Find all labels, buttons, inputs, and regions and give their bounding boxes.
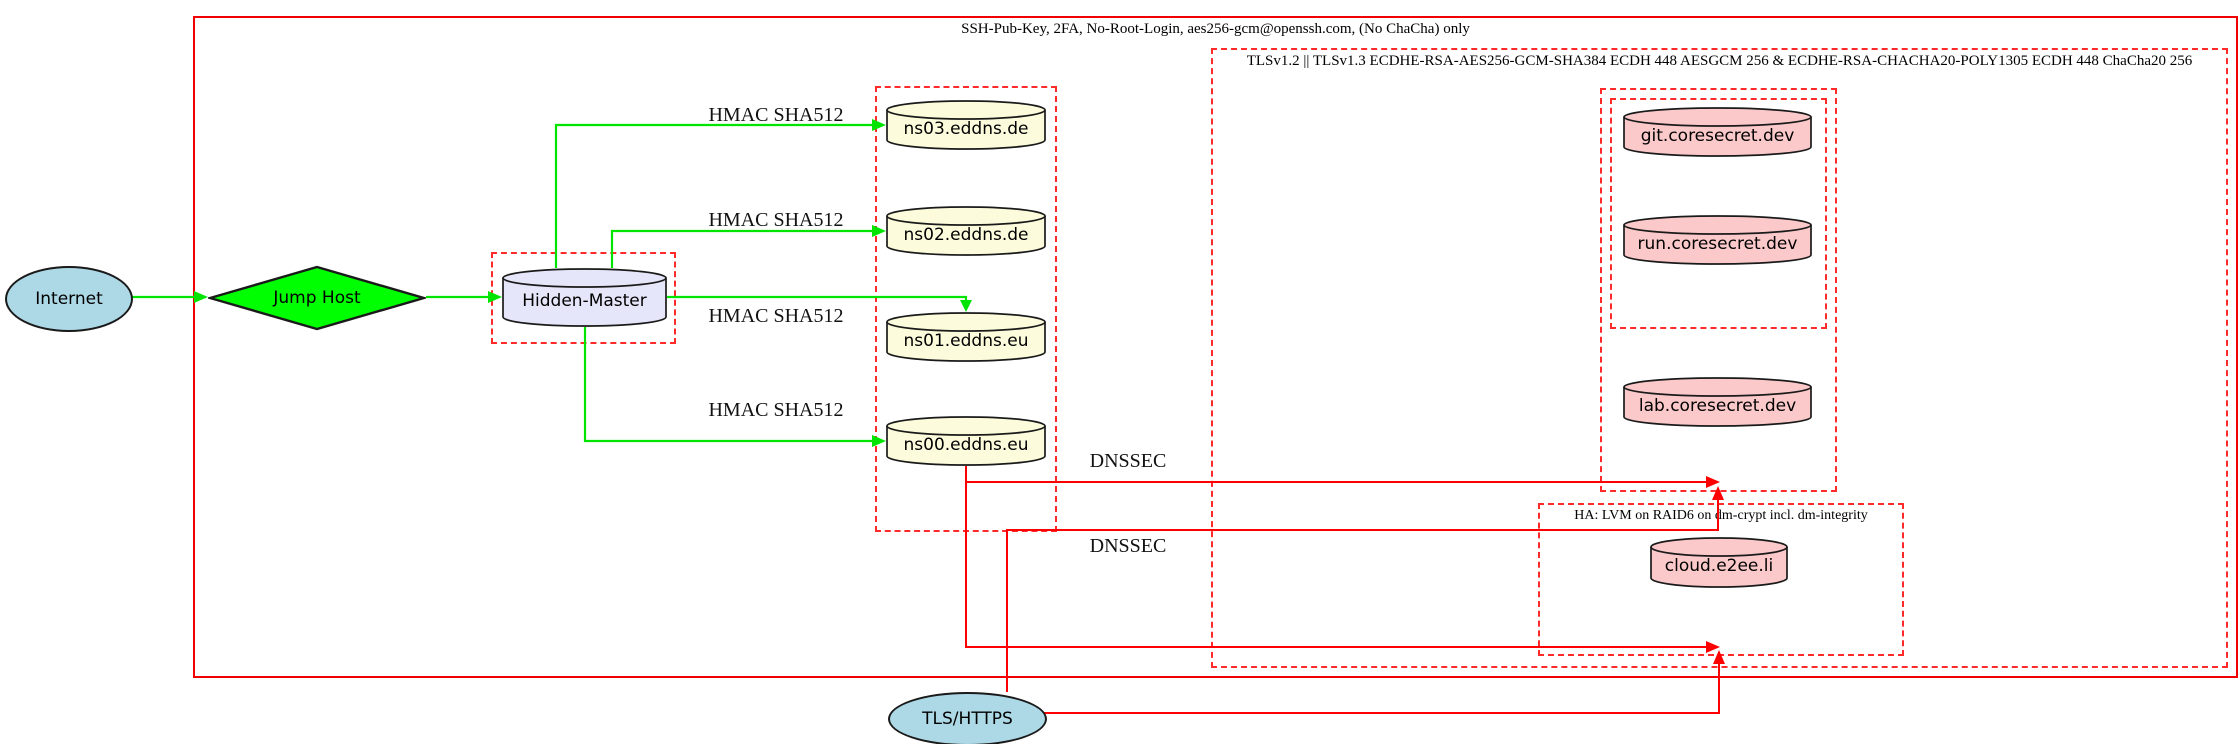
node-tls-https: TLS/HTTPS (888, 692, 1047, 744)
cylinder-shape (1623, 107, 1812, 157)
cylinder-shape (1650, 537, 1788, 588)
node-ns01: ns01.eddns.eu (886, 312, 1046, 362)
cylinder-rim (886, 425, 1046, 436)
cylinder-rim (1623, 224, 1812, 235)
cylinder-shape (502, 268, 667, 327)
edge-label-dnssec-2: DNSSEC (1089, 535, 1167, 557)
cluster-ha-label: HA: LVM on RAID6 on dm-crypt incl. dm-in… (1574, 508, 1868, 523)
cylinder-shape (886, 206, 1046, 256)
cluster-tls-label: TLSv1.2 || TLSv1.3 ECDHE-RSA-AES256-GCM-… (1246, 53, 2193, 69)
node-ns03: ns03.eddns.de (886, 100, 1046, 150)
cylinder-rim (886, 321, 1046, 332)
cylinder-rim (502, 277, 667, 288)
cylinder-rim (1623, 116, 1812, 127)
edge-label-hmac-4: HMAC SHA512 (708, 399, 844, 421)
node-tls-https-label: TLS/HTTPS (922, 709, 1013, 729)
diamond-shape (205, 265, 429, 331)
node-internet-label: Internet (35, 289, 103, 309)
node-ns02: ns02.eddns.de (886, 206, 1046, 256)
cluster-gitrun-box (1610, 98, 1827, 329)
cylinder-shape (1623, 377, 1812, 427)
node-git-label: git.coresecret.dev (1640, 125, 1795, 146)
node-ns00-label: ns00.eddns.eu (903, 434, 1029, 455)
cylinder-rim (1650, 546, 1788, 557)
node-run-label: run.coresecret.dev (1637, 233, 1798, 254)
node-lab: lab.coresecret.dev (1623, 377, 1812, 427)
edge-label-hmac-2: HMAC SHA512 (708, 209, 844, 231)
cylinder-rim (1623, 386, 1812, 397)
cylinder-shape (886, 416, 1046, 466)
node-cloud: cloud.e2ee.li (1650, 537, 1788, 588)
node-hidden-master-label: Hidden-Master (522, 291, 647, 311)
node-ns01-label: ns01.eddns.eu (903, 330, 1029, 351)
node-ns02-label: ns02.eddns.de (903, 224, 1029, 245)
cylinder-shape (1623, 215, 1812, 265)
cylinder-rim (886, 215, 1046, 226)
cylinder-shape (886, 100, 1046, 150)
node-ns00: ns00.eddns.eu (886, 416, 1046, 466)
edge-label-dnssec-1: DNSSEC (1089, 450, 1167, 472)
node-cloud-label: cloud.e2ee.li (1664, 556, 1774, 576)
node-jump-host: Jump Host (205, 265, 429, 331)
edge-label-hmac-3: HMAC SHA512 (708, 305, 844, 327)
cluster-ssh-label: SSH-Pub-Key, 2FA, No-Root-Login, aes256-… (961, 21, 1470, 37)
node-lab-label: lab.coresecret.dev (1638, 395, 1797, 416)
node-ns03-label: ns03.eddns.de (903, 118, 1029, 139)
cylinder-shape (886, 312, 1046, 362)
edge-label-hmac-1: HMAC SHA512 (708, 104, 844, 126)
node-hidden-master: Hidden-Master (502, 268, 667, 327)
cylinder-rim (886, 109, 1046, 120)
node-run: run.coresecret.dev (1623, 215, 1812, 265)
node-git: git.coresecret.dev (1623, 107, 1812, 157)
node-internet: Internet (5, 266, 133, 332)
node-jump-host-label: Jump Host (273, 288, 361, 308)
